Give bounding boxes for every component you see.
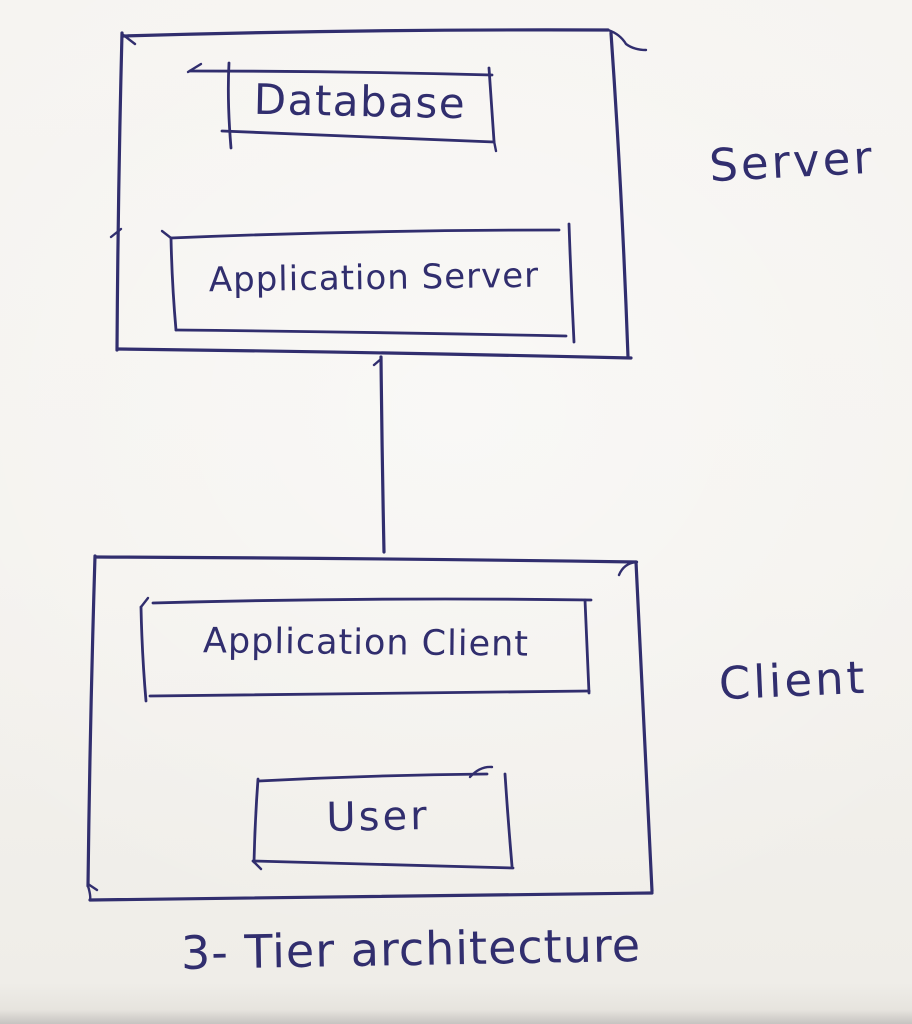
application-client-box-outline [139,596,593,703]
page-bottom-shadow [0,1010,912,1024]
application-client-box-label: Application Client [202,621,530,665]
diagram-caption: 3- Tier architecture [180,917,642,981]
user-box-label: User [326,793,430,841]
database-box-outline [186,61,498,153]
client-tier-label: Client [717,650,869,711]
server-tier-label: Server [707,130,877,193]
server-tier-box-outline [109,28,648,360]
client-tier-box-outline [86,554,654,902]
application-server-box-outline [160,222,576,344]
application-server-box-label: Application Server [208,255,540,301]
tier-connector-line [372,355,386,554]
database-box-label: Database [253,74,467,129]
user-box-outline [251,765,515,871]
